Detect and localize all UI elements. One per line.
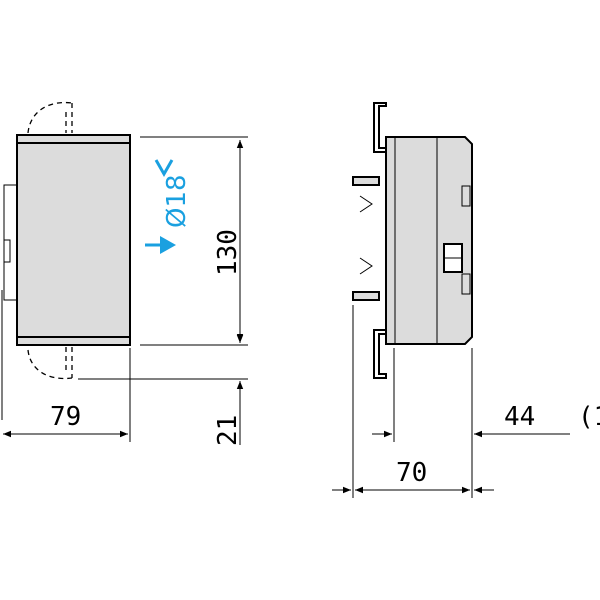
top-swing-arc	[27, 101, 73, 134]
top-rail-clip	[373, 102, 387, 153]
bottom-band	[16, 336, 131, 346]
width-dim-label: 79	[50, 402, 81, 432]
module-body	[16, 134, 131, 346]
pin-spring-2	[359, 257, 373, 275]
top-band	[16, 134, 131, 144]
left-clip	[3, 184, 17, 301]
arrow-down-icon	[160, 236, 176, 254]
side-body	[385, 136, 473, 345]
pin-spring-1	[359, 195, 373, 213]
bottom-rail-clip	[373, 329, 387, 379]
hole-diameter-label: Ø18	[162, 174, 192, 228]
pin-bottom	[352, 291, 380, 301]
right-tab-top	[461, 185, 471, 207]
hole-callout: Ø18	[145, 159, 192, 254]
bottom-swing-arc	[27, 349, 73, 380]
depth-extra-label: (1	[578, 402, 600, 432]
right-tab-bottom	[461, 273, 471, 295]
front-view: Ø18 130 21 79	[1, 101, 248, 446]
height-dim-label: 130	[213, 229, 243, 276]
depth-dim-label: 44	[504, 402, 535, 432]
side-view: 44 (1 70	[332, 102, 600, 498]
offset-dim-label: 21	[213, 415, 243, 446]
pin-top	[352, 176, 380, 186]
total-dim-label: 70	[396, 458, 427, 488]
chevron-down-icon	[154, 159, 174, 178]
